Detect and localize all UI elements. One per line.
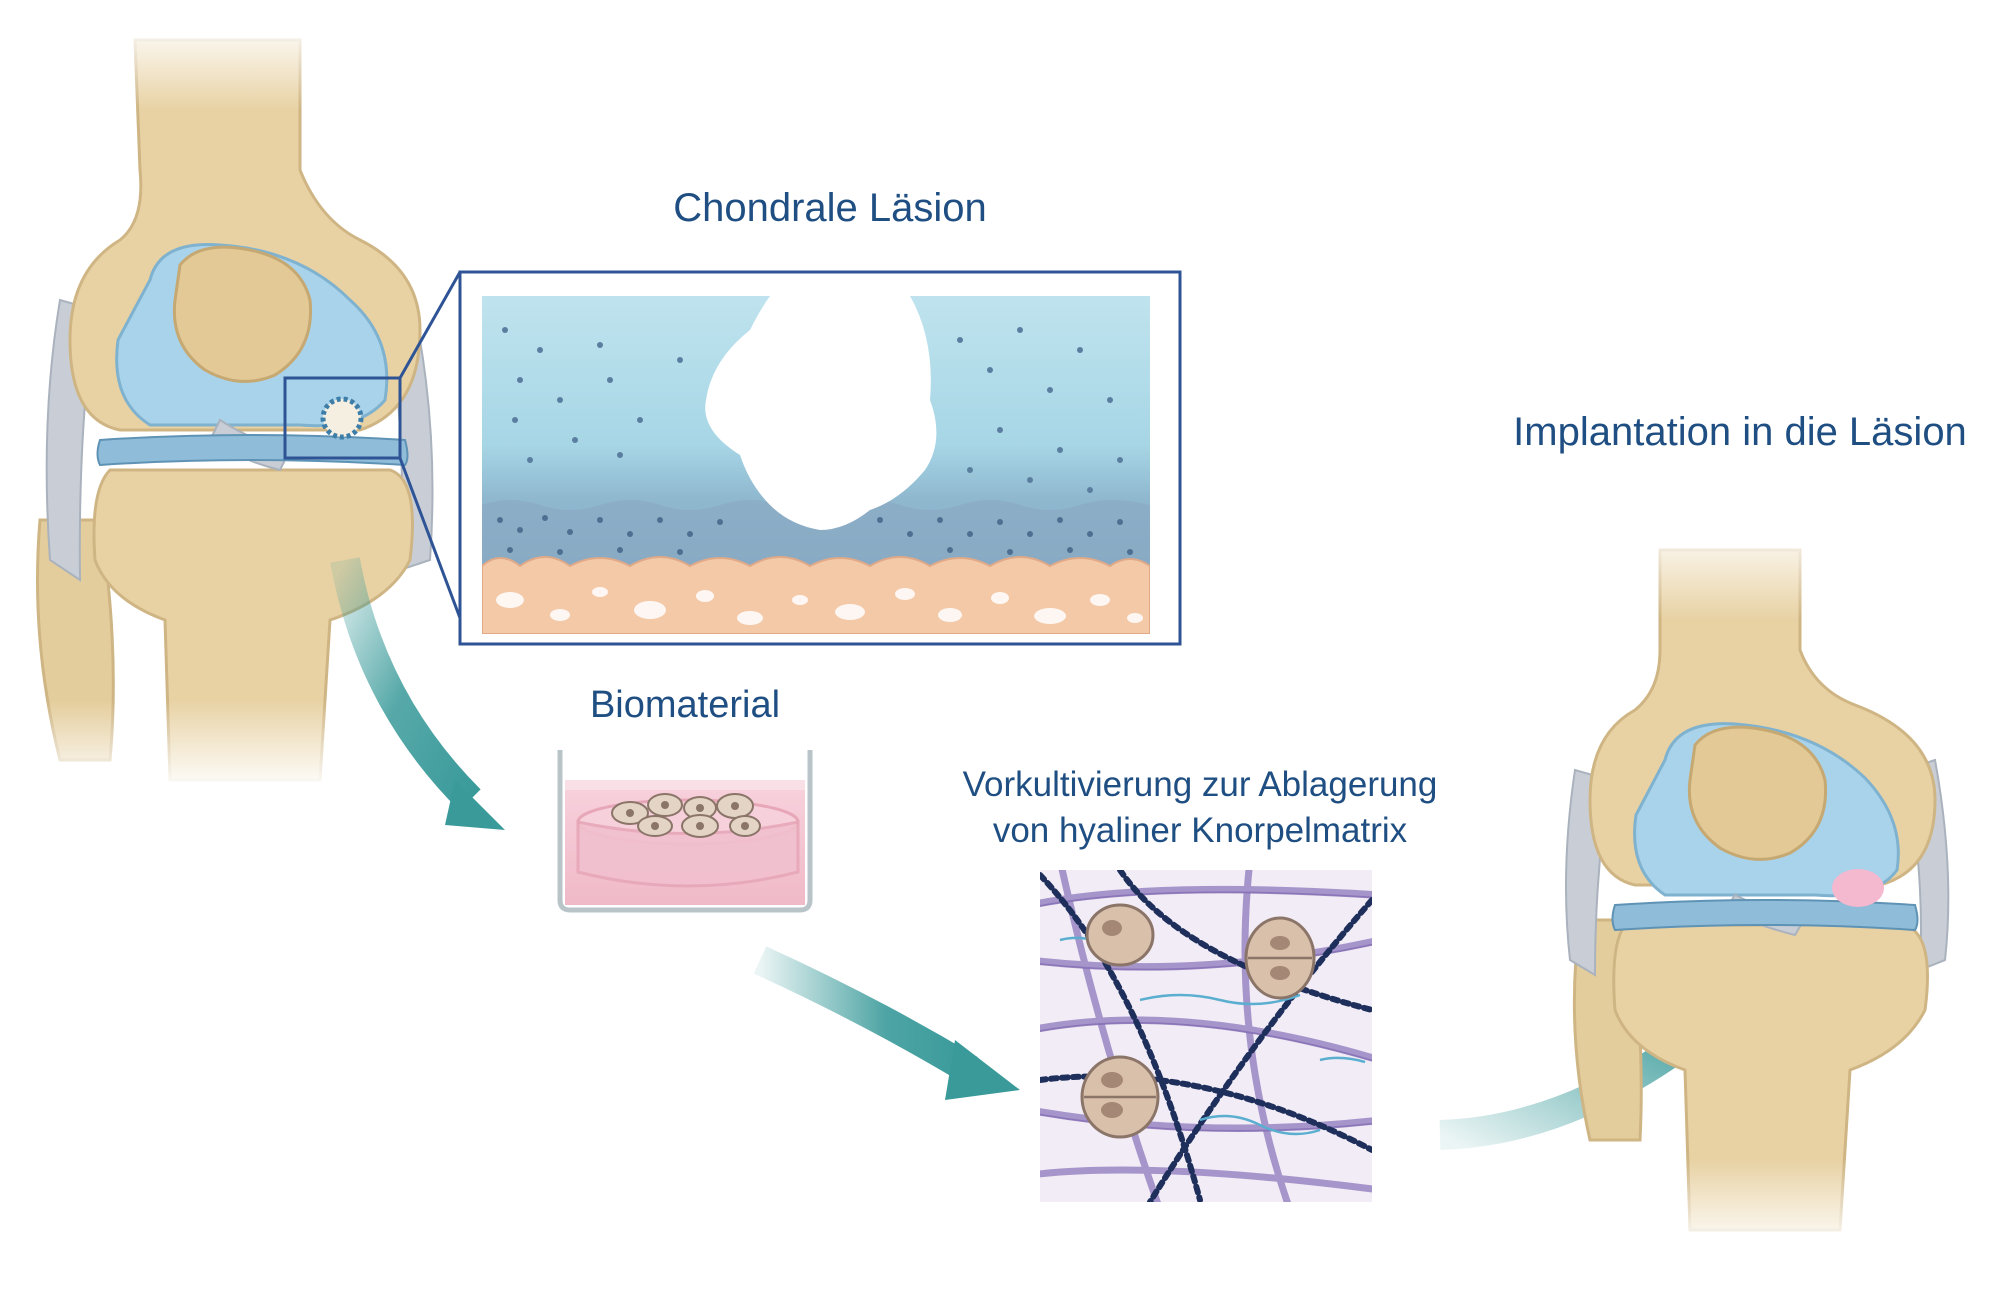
implant-icon (1832, 869, 1884, 907)
preculture-label: Vorkultivierung zur Ablagerung von hyali… (880, 762, 1520, 854)
implantation-label: Implantation in die Läsion (1513, 410, 1967, 454)
cartilage-lesion-inset (458, 270, 1182, 646)
curved-arrow-icon (753, 946, 1020, 1100)
curved-arrow-icon (330, 557, 505, 830)
chondral-lesion-label: Chondrale Läsion (673, 186, 987, 230)
biomaterial-label: Biomaterial (589, 684, 781, 726)
zoom-connector (398, 271, 462, 619)
cartilage-matrix-icon (1040, 870, 1372, 1202)
lesion-marker-icon (320, 396, 364, 440)
knee-joint-icon (30, 20, 450, 790)
preculture-label-line1: Vorkultivierung zur Ablagerung (962, 765, 1438, 804)
culture-dish-icon (557, 750, 813, 913)
preculture-label-line2: von hyaliner Knorpelmatrix (992, 811, 1408, 850)
knee-joint-treated-icon (1560, 520, 1960, 1250)
